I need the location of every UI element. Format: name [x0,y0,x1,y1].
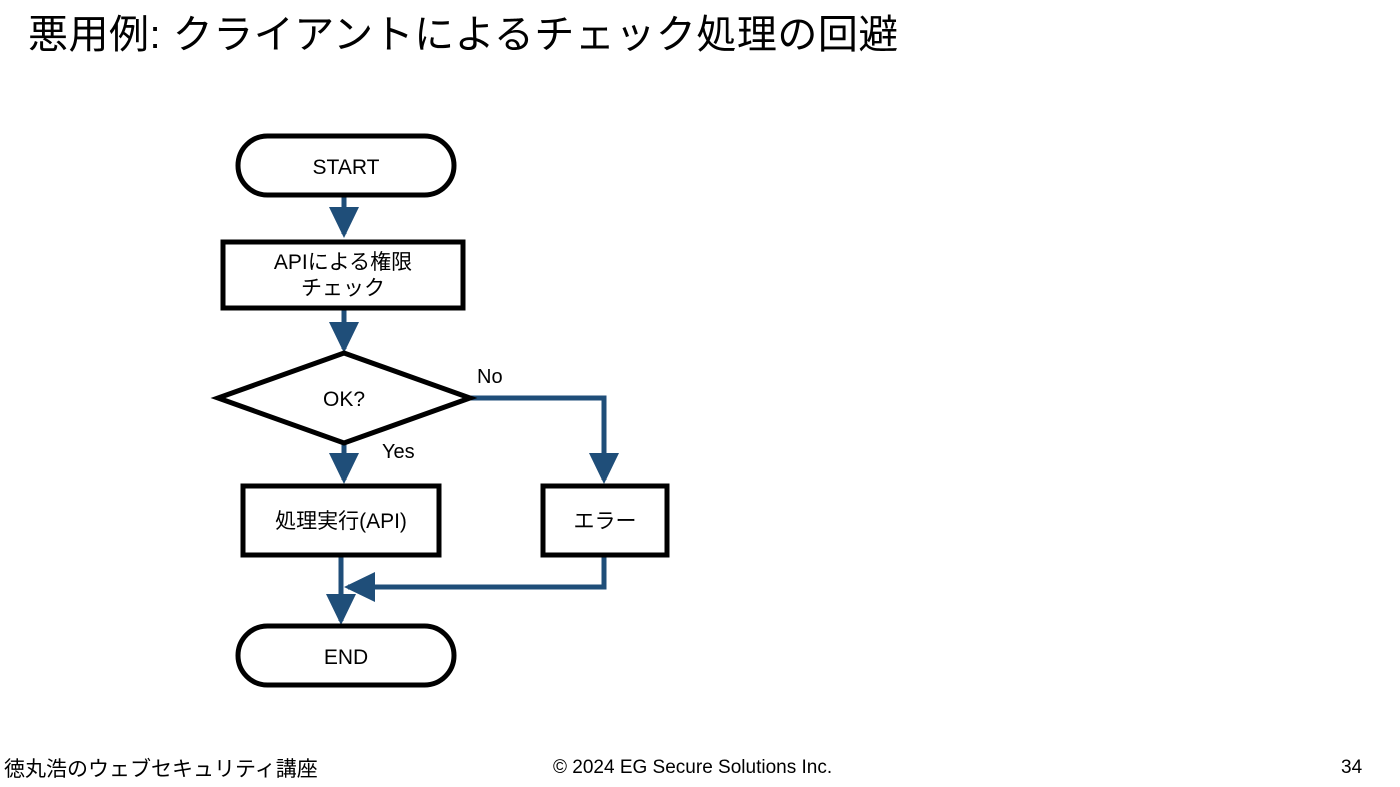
node-error [540,483,670,558]
node-exec-api [240,483,442,558]
slide-title: 悪用例: クライアントによるチェック処理の回避 [28,13,899,57]
node-decision-ok [210,350,478,446]
footer-copyright: © 2024 EG Secure Solutions Inc. [553,757,833,778]
footer-page-number: 34 [1341,757,1363,778]
footer-left-text: 徳丸浩のウェブセキュリティ講座 [4,758,318,781]
edge-decision-to-error-no [470,395,619,484]
edge-error-to-merge [344,556,607,602]
node-start [235,133,457,198]
edge-label-yes: Yes [382,441,415,463]
node-end [235,623,457,688]
edge-label-no: No [477,366,503,388]
node-api-check [220,239,466,311]
